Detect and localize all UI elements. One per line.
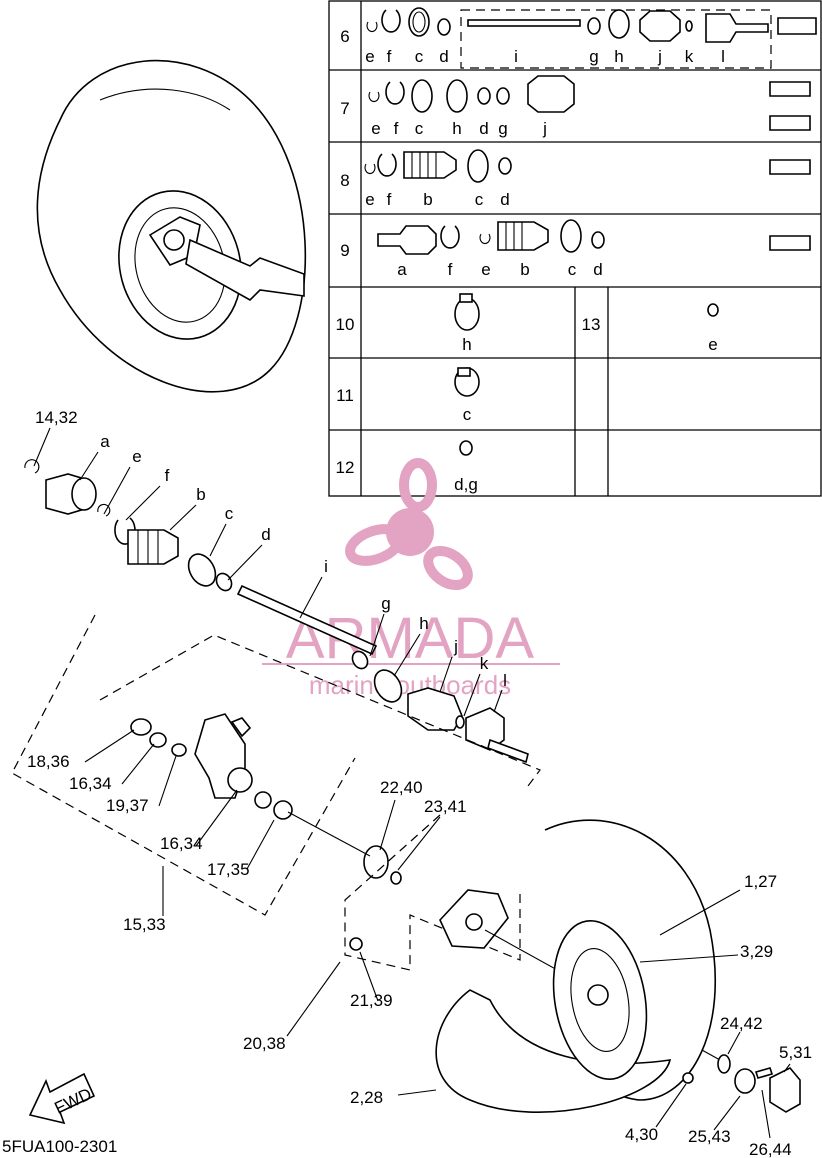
row10-13-parts — [454, 293, 719, 456]
svg-text:b: b — [520, 260, 529, 279]
svg-text:c: c — [475, 190, 484, 209]
svg-text:e: e — [132, 447, 141, 466]
row8-letters: e f b c d — [365, 190, 509, 209]
svg-text:c: c — [415, 47, 424, 66]
svg-text:c: c — [415, 119, 424, 138]
svg-text:b: b — [423, 190, 432, 209]
svg-text:d: d — [593, 260, 602, 279]
callout-2-28: 2,28 — [350, 1088, 383, 1107]
svg-text:h: h — [419, 614, 428, 633]
svg-text:h: h — [452, 119, 461, 138]
row7-letters: e f c h d g j — [371, 119, 547, 138]
svg-text:f: f — [387, 190, 392, 209]
row-number-12: 12 — [336, 458, 355, 477]
svg-text:i: i — [324, 557, 328, 576]
svg-text:h: h — [614, 47, 623, 66]
row12-letter: d,g — [454, 475, 478, 494]
shaft-letters: a e f b c d i g h j k l — [79, 432, 507, 717]
svg-text:l: l — [721, 47, 725, 66]
svg-text:j: j — [542, 119, 547, 138]
row-number-11: 11 — [336, 386, 354, 405]
row7-parts — [368, 75, 811, 131]
row-number-6: 6 — [340, 27, 349, 46]
front-wheel-bottom — [435, 819, 801, 1113]
svg-text:i: i — [514, 47, 518, 66]
row9-parts — [377, 219, 811, 255]
callout-1-27: 1,27 — [744, 872, 777, 891]
svg-text:a: a — [397, 260, 407, 279]
row9-letters: a f e b c d — [397, 260, 602, 279]
row-number-9: 9 — [340, 241, 349, 260]
knuckle-assembly — [11, 614, 541, 916]
callout-23-41: 23,41 — [424, 797, 467, 816]
svg-text:j: j — [657, 47, 662, 66]
svg-text:g: g — [498, 119, 507, 138]
svg-text:f: f — [394, 119, 399, 138]
callout-5-31: 5,31 — [779, 1043, 812, 1062]
diagram-code: 5FUA100-2301 — [2, 1137, 117, 1156]
row-number-10: 10 — [336, 315, 355, 334]
front-wheel-top — [36, 59, 307, 393]
callout-16-34-b: 16,34 — [160, 834, 203, 853]
callout-25-43: 25,43 — [688, 1127, 731, 1146]
callout-15-33: 15,33 — [123, 915, 166, 934]
callout-20-38: 20,38 — [243, 1034, 286, 1053]
svg-text:l: l — [503, 671, 507, 690]
svg-text:g: g — [381, 594, 390, 613]
svg-text:d: d — [500, 190, 509, 209]
svg-text:f: f — [448, 260, 453, 279]
row6-letters: e f c d i g h j k l — [365, 47, 725, 66]
svg-text:k: k — [480, 654, 489, 673]
svg-text:e: e — [371, 119, 380, 138]
callout-18-36: 18,36 — [27, 752, 70, 771]
svg-text:e: e — [365, 47, 374, 66]
row-number-7: 7 — [340, 99, 349, 118]
watermark-brand: ARMADA — [286, 606, 534, 671]
callout-26-44: 26,44 — [749, 1140, 792, 1158]
watermark: ARMADA marine outboards — [262, 458, 560, 700]
svg-text:d: d — [261, 525, 270, 544]
svg-text:d: d — [479, 119, 488, 138]
svg-text:c: c — [568, 260, 577, 279]
callout-16-34-a: 16,34 — [69, 774, 112, 793]
callouts: 14,32 18,36 16,34 19,37 16,34 17,35 15,3… — [27, 408, 812, 1158]
svg-text:b: b — [196, 485, 205, 504]
svg-text:k: k — [685, 47, 694, 66]
callout-19-37: 19,37 — [106, 796, 149, 815]
row11-letter: c — [463, 405, 472, 424]
svg-text:e: e — [365, 190, 374, 209]
row-number-8: 8 — [340, 171, 349, 190]
fwd-arrow-icon: FWD — [28, 1072, 96, 1125]
row8-parts — [364, 149, 811, 183]
callout-24-42: 24,42 — [720, 1014, 763, 1033]
row13-letter: e — [708, 335, 717, 354]
svg-text:g: g — [589, 47, 598, 66]
row6-parts — [366, 7, 817, 69]
svg-text:f: f — [387, 47, 392, 66]
callout-14-32: 14,32 — [35, 408, 78, 427]
callout-21-39: 21,39 — [350, 991, 393, 1010]
svg-text:d: d — [439, 47, 448, 66]
callout-3-29: 3,29 — [740, 942, 773, 961]
svg-text:f: f — [165, 466, 170, 485]
svg-text:a: a — [100, 432, 110, 451]
row10-letter: h — [462, 335, 471, 354]
svg-text:c: c — [225, 504, 234, 523]
watermark-logo — [386, 508, 434, 556]
drive-shaft-assembly — [24, 459, 529, 764]
kit-table: 6 7 8 9 10 11 12 13 e f c d i g — [328, 0, 822, 497]
svg-text:j: j — [453, 637, 458, 656]
svg-text:e: e — [481, 260, 490, 279]
callout-17-35: 17,35 — [207, 860, 250, 879]
row-number-13: 13 — [582, 315, 601, 334]
callout-22-40: 22,40 — [380, 778, 423, 797]
callout-4-30: 4,30 — [625, 1125, 658, 1144]
